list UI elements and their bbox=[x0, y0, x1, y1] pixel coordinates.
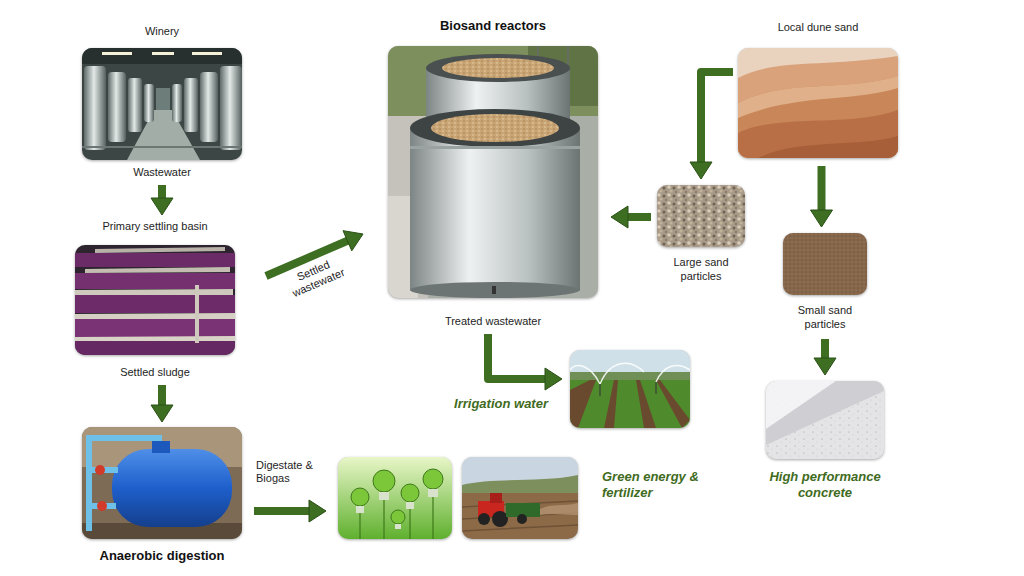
photo-node: Primary settling basin Settled sludge bbox=[58, 219, 252, 379]
node-label: Settled sludge bbox=[120, 365, 190, 379]
photo-frame bbox=[75, 245, 235, 355]
node-label: Anaerobic digestion bbox=[100, 548, 225, 564]
flow-arrow bbox=[151, 385, 173, 422]
photo-frame bbox=[388, 46, 598, 298]
node-label: High performance concrete bbox=[765, 469, 885, 501]
irrigation-photo bbox=[570, 350, 690, 428]
photo-row bbox=[82, 48, 242, 160]
photo-row bbox=[738, 48, 898, 158]
node-label: Wastewater bbox=[133, 165, 191, 179]
photo-frame bbox=[462, 457, 578, 539]
photo-row bbox=[75, 245, 235, 355]
flow-arrow bbox=[611, 206, 651, 228]
arrow-head bbox=[811, 210, 833, 227]
arrow-shaft bbox=[701, 72, 733, 164]
fine-sand-photo bbox=[783, 233, 867, 295]
flow-arrow bbox=[690, 72, 733, 179]
photo-row bbox=[388, 46, 598, 298]
photo-frame bbox=[82, 48, 242, 160]
arrow-shaft bbox=[488, 334, 547, 379]
photo-frame bbox=[766, 381, 884, 459]
photo-node: Irrigation water bbox=[570, 350, 690, 428]
biosand-photo bbox=[388, 46, 598, 298]
photo-node: High performance concrete bbox=[764, 381, 886, 501]
arrow-head bbox=[690, 162, 712, 179]
photo-row bbox=[82, 427, 242, 539]
photo-frame bbox=[657, 185, 745, 247]
arrow-head bbox=[151, 198, 173, 215]
flow-arrow bbox=[488, 334, 562, 390]
photo-node: Anaerobic digestion bbox=[72, 427, 252, 564]
photo-frame bbox=[570, 350, 690, 428]
node-label: Green energy & fertilizer bbox=[602, 469, 702, 501]
arrow-shaft bbox=[254, 507, 311, 515]
node-label: Large sand particles bbox=[668, 255, 734, 283]
node-label: Primary settling basin bbox=[102, 219, 207, 233]
photo-frame bbox=[82, 427, 242, 539]
arrow-shaft bbox=[818, 166, 826, 212]
arrow-head bbox=[545, 368, 562, 390]
photo-node: Green energy & fertilizer bbox=[336, 457, 580, 539]
photo-row bbox=[657, 185, 745, 247]
photo-frame bbox=[338, 457, 452, 539]
photo-frame bbox=[783, 233, 867, 295]
node-label: Treated wastewater bbox=[445, 314, 541, 328]
photo-row bbox=[338, 457, 578, 539]
node-label: Biosand reactors bbox=[440, 18, 546, 34]
edge-label: Digestate & Biogas bbox=[256, 459, 322, 485]
photo-row bbox=[570, 350, 690, 428]
flow-arrow bbox=[254, 500, 326, 522]
node-label: Winery bbox=[145, 24, 179, 38]
photo-node: Local dune sand bbox=[735, 20, 901, 158]
photo-node: Small sand particles bbox=[780, 233, 870, 331]
flow-arrow bbox=[814, 339, 836, 375]
node-label: Local dune sand bbox=[778, 20, 859, 34]
arrow-shaft bbox=[821, 339, 829, 360]
arrow-head bbox=[309, 500, 326, 522]
photo-row bbox=[783, 233, 867, 295]
photo-node: Biosand reactors Treated wastewater bbox=[385, 18, 601, 328]
flow-arrow bbox=[151, 185, 173, 215]
flow-arrow bbox=[811, 166, 833, 227]
gravel-photo bbox=[657, 185, 745, 247]
node-label: Small sand particles bbox=[792, 303, 858, 331]
arrow-shaft bbox=[626, 213, 651, 221]
edge-label: Settled wastewater bbox=[281, 252, 352, 302]
arrow-head bbox=[343, 231, 363, 251]
winery-photo bbox=[82, 48, 242, 160]
fertilizer-photo bbox=[462, 457, 578, 539]
node-label: Irrigation water bbox=[454, 396, 548, 412]
photo-frame bbox=[738, 48, 898, 158]
arrow-shaft bbox=[158, 385, 166, 407]
green-energy-photo bbox=[338, 457, 452, 539]
arrow-head bbox=[611, 206, 628, 228]
dune-photo bbox=[738, 48, 898, 158]
photo-node: Winery Wastewater bbox=[72, 24, 252, 179]
digester-photo bbox=[82, 427, 242, 539]
photo-row bbox=[766, 381, 884, 459]
arrow-head bbox=[814, 358, 836, 375]
settling-basin-photo bbox=[75, 245, 235, 355]
concrete-photo bbox=[766, 381, 884, 459]
photo-node: Large sand particles bbox=[655, 185, 747, 283]
arrow-head bbox=[151, 405, 173, 422]
